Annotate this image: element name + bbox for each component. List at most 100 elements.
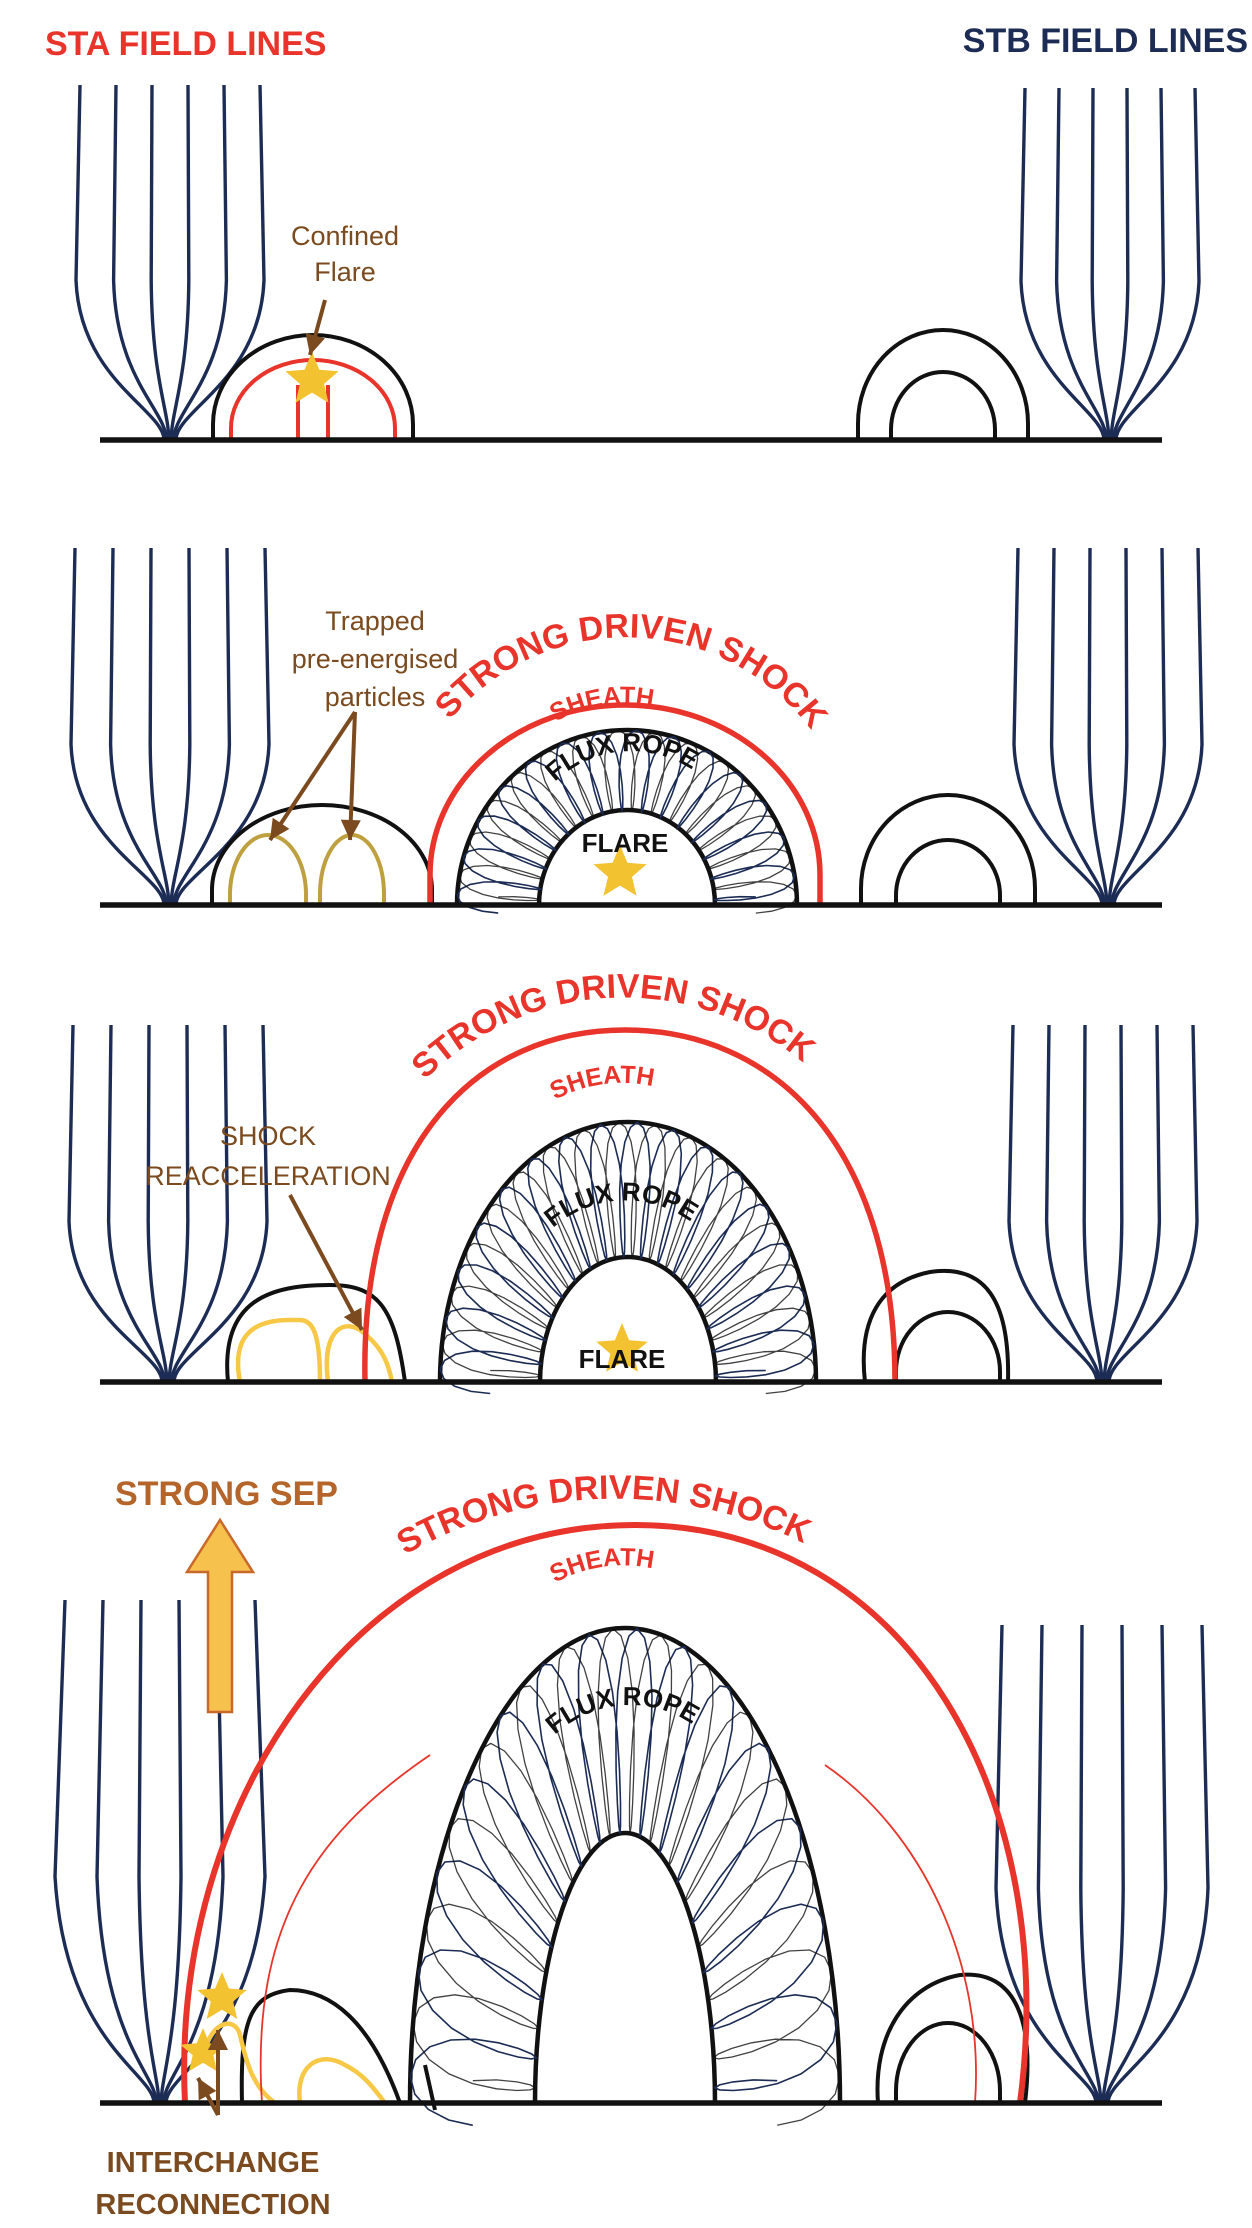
flare-star bbox=[593, 845, 647, 896]
stb-field-line bbox=[1036, 1624, 1101, 2104]
flare-label-2: FLARE bbox=[582, 828, 669, 858]
sta-field-line bbox=[95, 1599, 159, 2104]
stb-title: STB FIELD LINES bbox=[963, 22, 1248, 60]
flare-pointer-arrow-head bbox=[305, 333, 325, 355]
reaccel-pointer-arrow bbox=[288, 1194, 364, 1331]
shock-front bbox=[362, 1027, 898, 1383]
stb-field-line bbox=[1111, 87, 1166, 441]
flux-ropes bbox=[407, 727, 843, 2127]
stb-field-line bbox=[994, 1624, 1098, 2104]
shock-label-2: STRONG DRIVEN SHOCK bbox=[428, 607, 835, 736]
flux-rope-coil bbox=[456, 729, 796, 914]
sta-field-line bbox=[106, 1024, 167, 1383]
closed-loop bbox=[211, 333, 415, 440]
reaccelerated-particles bbox=[324, 1324, 395, 1383]
reconnection-star bbox=[197, 1972, 247, 2019]
sheath-boundary bbox=[824, 1764, 977, 2104]
reconnection-star bbox=[180, 2028, 226, 2072]
stb-field-line bbox=[1114, 87, 1201, 441]
shock-front bbox=[181, 1521, 1030, 2104]
flux-rope-outer bbox=[454, 727, 800, 906]
interchange-pointer-arrow-head bbox=[198, 2078, 217, 2101]
trapped-pointer-arrow-head bbox=[270, 817, 290, 840]
strong-sep-label: STRONG SEP bbox=[115, 1475, 338, 1513]
stb-field-line bbox=[1103, 1624, 1168, 2104]
closed-loop bbox=[239, 1987, 402, 2104]
flux-rope-label-4: FLUX ROPE bbox=[540, 1681, 705, 1739]
closed-loop bbox=[894, 1310, 1002, 1382]
trapped-pointer-arrow bbox=[268, 710, 357, 842]
sta-field-line bbox=[108, 547, 169, 906]
sta-field-line bbox=[67, 1024, 164, 1383]
strong-sep-arrow bbox=[184, 1517, 256, 1714]
sta-field-line bbox=[169, 547, 192, 906]
closed-loop bbox=[861, 1268, 1011, 1383]
solar-surface bbox=[100, 437, 1162, 2106]
sheath-label-3: SHEATH bbox=[545, 1061, 656, 1106]
stb-field-line bbox=[1101, 1624, 1125, 2104]
stb-field-line bbox=[1107, 1024, 1199, 1383]
flare-star bbox=[285, 352, 339, 403]
shock-fronts bbox=[181, 702, 1030, 2104]
sta-field-line bbox=[137, 1599, 161, 2104]
sta-field-line bbox=[149, 84, 171, 441]
sta-title: STA FIELD LINES bbox=[45, 25, 326, 63]
stb-field-line bbox=[1106, 1624, 1210, 2104]
trapped-particle-loop bbox=[318, 833, 386, 905]
sheath-label-4: SHEATH bbox=[545, 1543, 656, 1588]
closed-loop bbox=[894, 2021, 1002, 2103]
field-lines bbox=[53, 84, 1210, 2104]
sta-field-line bbox=[169, 1024, 230, 1383]
trapped-pointer-arrow bbox=[348, 711, 357, 841]
stb-field-line bbox=[1019, 87, 1106, 441]
closed-loop bbox=[856, 328, 1030, 440]
stb-field-line bbox=[1109, 87, 1130, 441]
closed-loop bbox=[894, 838, 1002, 905]
trapped-particle-loop bbox=[228, 833, 308, 905]
stb-field-line bbox=[1102, 1024, 1124, 1383]
flare-star bbox=[596, 1323, 648, 1372]
sta-field-line bbox=[171, 547, 232, 906]
flare-label-3: FLARE bbox=[579, 1344, 666, 1374]
stb-field-line bbox=[1090, 87, 1111, 441]
stb-field-line bbox=[1049, 547, 1107, 906]
reaccel-pointer-arrow-head bbox=[343, 1307, 362, 1330]
stb-field-line bbox=[1054, 87, 1109, 441]
closed-loop bbox=[210, 803, 434, 905]
sta-field-line bbox=[69, 547, 166, 906]
flux-rope-coil bbox=[409, 1627, 838, 2127]
flux-rope-inner bbox=[537, 1254, 719, 1383]
flux-rope-inner bbox=[536, 807, 718, 906]
sta-field-line bbox=[146, 1024, 169, 1383]
stb-field-line bbox=[1007, 1024, 1099, 1383]
sta-field-line bbox=[169, 84, 191, 441]
flux-rope-inner bbox=[532, 1830, 718, 2104]
sta-field-line bbox=[174, 84, 266, 441]
sta-field-line bbox=[172, 1024, 269, 1383]
sta-field-line bbox=[159, 1599, 183, 2104]
flux-rope-coil bbox=[458, 729, 798, 914]
sta-field-line bbox=[171, 84, 229, 441]
sta-field-line bbox=[111, 84, 169, 441]
reaccelerated-particles bbox=[235, 1317, 323, 1383]
closed-loop bbox=[859, 793, 1037, 905]
markers bbox=[180, 299, 648, 2116]
sta-field-line bbox=[148, 547, 171, 906]
flux-rope-coil bbox=[441, 1121, 817, 1395]
stb-field-line bbox=[1104, 1024, 1162, 1383]
stb-field-line bbox=[1087, 547, 1109, 906]
stb-field-line bbox=[1107, 547, 1129, 906]
sta-field-line bbox=[161, 1599, 225, 2104]
sta-field-line bbox=[53, 1599, 156, 2104]
sheath-boundary bbox=[259, 1754, 431, 2104]
magnetic-loops bbox=[199, 328, 1037, 2105]
stb-field-line bbox=[1109, 547, 1167, 906]
shock-front bbox=[427, 702, 823, 905]
stb-field-line bbox=[1112, 547, 1204, 906]
flux-rope-outer bbox=[437, 1119, 819, 1383]
stb-field-line bbox=[1012, 547, 1104, 906]
flux-rope-coil bbox=[412, 1627, 841, 2126]
